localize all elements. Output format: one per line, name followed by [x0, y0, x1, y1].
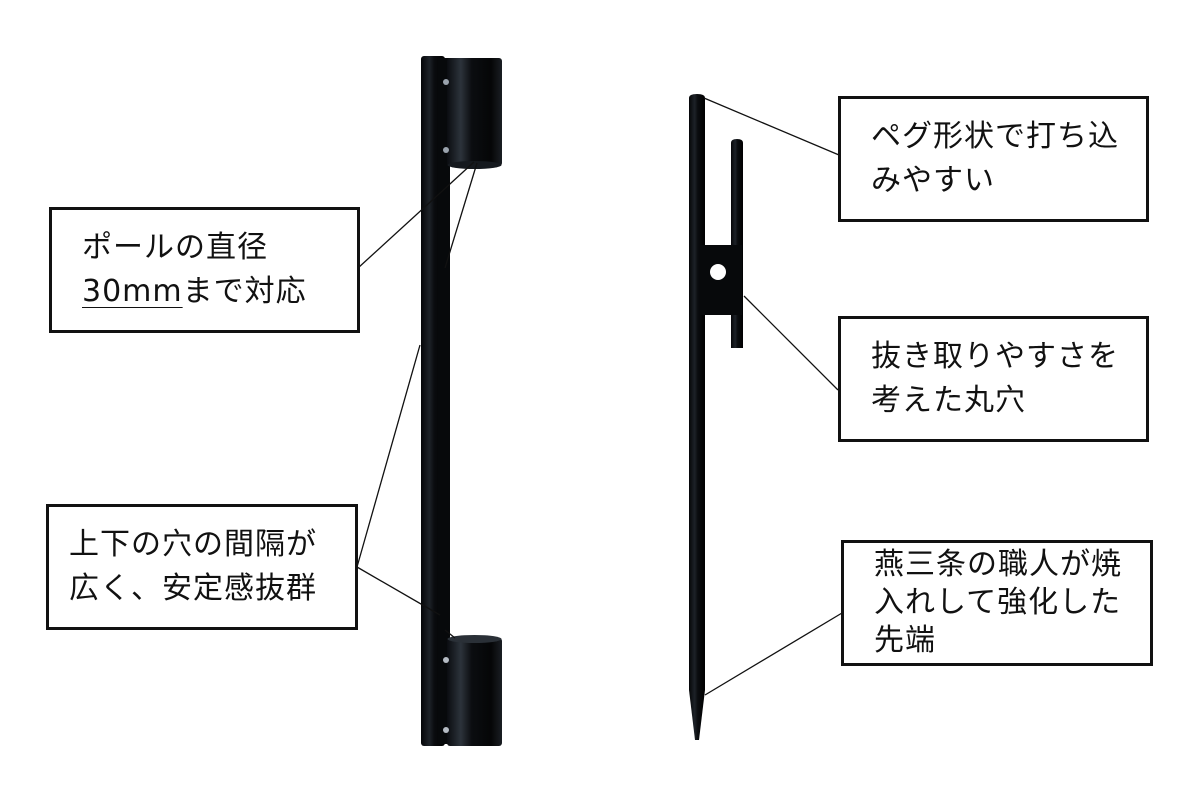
peg-secondary-rod	[731, 139, 743, 348]
callout-hardened-tip-line1: 燕三条の職人が焼	[874, 547, 1122, 582]
callout-hole-spacing: 上下の穴の間隔が 広く、安定感抜群	[46, 504, 358, 630]
callout-leader-lines	[356, 97, 843, 696]
leader-hole-spacing-bottom	[356, 566, 441, 616]
callout-peg-shape: ペグ形状で打ち込 みやすい	[838, 96, 1149, 222]
callout-round-hole-line2: 考えた丸穴	[871, 383, 1026, 418]
bottom-pole-sleeve	[443, 635, 502, 746]
leader-peg-shape	[703, 97, 840, 156]
callout-pole-diameter-line2: 30mmまで対応	[82, 270, 357, 314]
callout-hardened-tip: 燕三条の職人が焼 入れして強化した 先端	[841, 540, 1153, 666]
callout-pole-diameter: ポールの直径 30mmまで対応	[49, 207, 360, 333]
leader-hardened-tip	[704, 612, 843, 696]
bracket-flange	[438, 58, 450, 744]
callout-hardened-tip-line2: 入れして強化した	[874, 585, 1122, 620]
callout-round-hole: 抜き取りやすさを 考えた丸穴	[838, 316, 1149, 442]
top-pole-sleeve	[443, 58, 502, 169]
leader-pole-diameter	[357, 161, 475, 269]
peg-stake	[689, 94, 743, 740]
leader-hole-spacing-bottom-2	[444, 629, 456, 639]
leader-hole-spacing-top	[356, 344, 421, 568]
leader-pole-diameter-2	[444, 162, 478, 269]
pole-holder-bracket	[421, 56, 502, 746]
callout-peg-shape-line2: みやすい	[871, 163, 995, 198]
callout-round-hole-line1: 抜き取りやすさを	[871, 339, 1119, 374]
round-hole	[710, 264, 726, 280]
callout-pole-diameter-line1: ポールの直径	[82, 230, 268, 265]
pole-diameter-suffix: まで対応	[182, 274, 307, 309]
callout-hole-spacing-line2: 広く、安定感抜群	[69, 571, 317, 606]
callout-hardened-tip-line3: 先端	[874, 623, 936, 658]
peg-main-shaft	[689, 94, 705, 740]
callout-hole-spacing-line1: 上下の穴の間隔が	[69, 527, 317, 562]
callout-peg-shape-line1: ペグ形状で打ち込	[871, 119, 1119, 154]
leader-round-hole	[743, 295, 839, 391]
pull-out-plate	[700, 245, 742, 315]
pole-diameter-value: 30mm	[82, 274, 183, 309]
